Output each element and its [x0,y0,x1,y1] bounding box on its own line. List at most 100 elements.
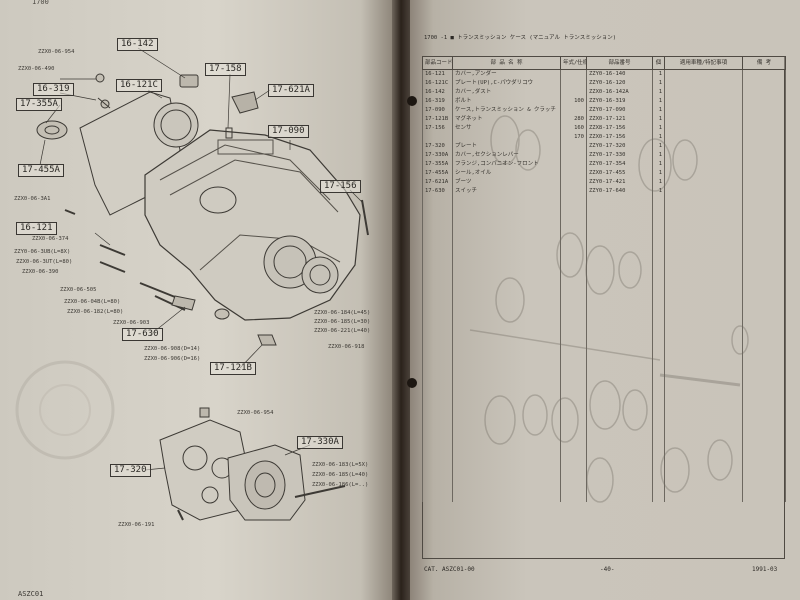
table-cell-empty [742,205,786,214]
table-cell-empty [560,439,587,448]
table-cell-empty [560,466,587,475]
table-cell-empty [664,493,743,502]
table-cell-yr [560,88,587,97]
col-header: 部品番号 [586,56,653,70]
left-page-footer: ASZC01 [18,590,44,598]
table-cell-qty: 1 [652,79,665,88]
table-cell-note [664,124,743,133]
table-cell-empty [452,403,561,412]
table-cell-empty [664,358,743,367]
table-cell-name: プレート [452,142,561,151]
table-cell-empty [560,286,587,295]
table-row-empty [422,430,786,439]
table-cell-empty [422,214,453,223]
table-cell-remark [742,142,786,151]
col-header: 年式/仕様記号 [560,56,587,70]
table-cell-qty: 1 [652,88,665,97]
table-cell-part: ZZY0-17-090 [586,106,653,115]
table-cell-code: 16-142 [422,88,453,97]
callout-17-455a: 17-455A [18,164,64,177]
table-cell-empty [652,331,665,340]
table-cell-empty [452,484,561,493]
table-cell-empty [452,223,561,232]
parts-table: 部品コード 部 品 名 称 年式/仕様記号 部品番号 個 適用車種/特記事項 備… [422,56,786,502]
bolt-a [64,209,76,215]
table-cell-part: ZZY0-17-320 [586,142,653,151]
table-cell-empty [452,196,561,205]
right-page-header: 1700 -1 ■ トランスミッション ケース (マニュアル トランスミッション… [424,35,617,41]
col-header: 適用車種/特記事項 [664,56,743,70]
table-cell-empty [560,493,587,502]
table-cell-code: 17-455A [422,169,453,178]
table-cell-empty [560,349,587,358]
table-cell-empty [742,277,786,286]
table-cell-empty [652,205,665,214]
table-cell-empty [652,277,665,286]
table-row-empty [422,313,786,322]
table-cell-empty [586,367,653,376]
drain-plug [214,308,230,320]
table-cell-empty [742,475,786,484]
table-cell-qty: 1 [652,106,665,115]
table-row-empty [422,412,786,421]
table-cell-empty [560,457,587,466]
table-cell-empty [652,313,665,322]
table-cell-empty [452,241,561,250]
table-cell-yr [560,106,587,115]
table-cell-empty [560,205,587,214]
table-cell-part: ZZY0-17-354 [586,160,653,169]
table-cell-empty [422,322,453,331]
table-cell-yr [560,187,587,196]
table-cell-empty [586,295,653,304]
table-cell-note [664,187,743,196]
table-cell-empty [586,457,653,466]
table-cell-empty [422,286,453,295]
table-cell-empty [560,223,587,232]
table-cell-empty [560,214,587,223]
table-cell-empty [652,223,665,232]
table-cell-name: カバー,セクションレバー [452,151,561,160]
table-cell-empty [586,466,653,475]
bolt-16-319 [97,97,111,109]
table-cell-empty [560,385,587,394]
table-cell-empty [664,475,743,484]
table-cell-qty: 1 [652,69,665,79]
table-cell-empty [422,259,453,268]
table-cell-empty [422,439,453,448]
bleed-through-disc [15,360,115,460]
table-cell-empty [742,448,786,457]
table-cell-empty [422,484,453,493]
table-row-empty [422,277,786,286]
table-cell-empty [742,295,786,304]
table-cell-empty [422,304,453,313]
table-cell-empty [422,295,453,304]
table-cell-empty [652,466,665,475]
table-cell-empty [742,232,786,241]
table-cell-empty [422,331,453,340]
table-cell-empty [422,376,453,385]
table-cell-part: ZZX0-16-142A [586,88,653,97]
table-cell-empty [586,430,653,439]
table-cell-empty [586,241,653,250]
table-cell-empty [452,466,561,475]
callout-16-319: 16-319 [33,83,74,96]
table-cell-note [664,142,743,151]
table-cell-note [664,169,743,178]
table-cell-empty [560,295,587,304]
bolt-d [139,282,176,298]
table-cell-empty [652,430,665,439]
table-cell-note [664,178,743,187]
callout-16-121: 16-121 [16,222,57,235]
table-cell-qty: 1 [652,115,665,124]
table-cell-empty [586,340,653,349]
table-row-empty [422,340,786,349]
table-cell-empty [586,412,653,421]
table-cell-empty [652,340,665,349]
exploded-diagram [15,47,369,521]
nut [199,407,210,418]
table-row-empty [422,385,786,394]
table-header-row: 部品コード 部 品 名 称 年式/仕様記号 部品番号 個 適用車種/特記事項 備… [422,56,786,70]
